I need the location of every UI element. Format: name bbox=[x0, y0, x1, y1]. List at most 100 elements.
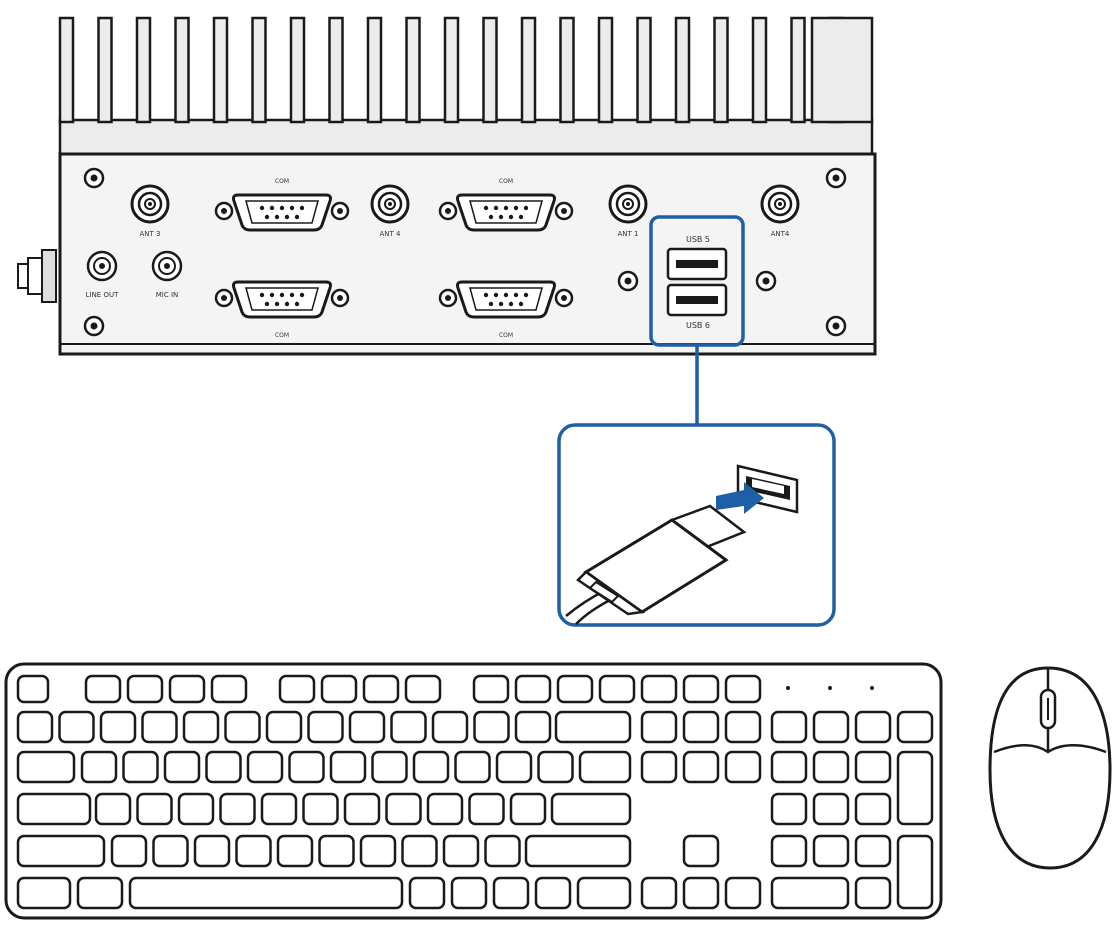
keyboard-key bbox=[371, 750, 408, 784]
keyboard-key bbox=[682, 876, 720, 910]
keyboard-key bbox=[854, 834, 892, 868]
keyboard-key bbox=[136, 792, 173, 826]
antenna-connector-icon bbox=[370, 184, 410, 224]
keyboard-key bbox=[682, 674, 720, 704]
keyboard-key bbox=[390, 710, 427, 744]
com-port-icon bbox=[214, 280, 350, 319]
keyboard-key bbox=[854, 792, 892, 826]
heatsink-fin bbox=[810, 16, 874, 124]
keyboard-key bbox=[168, 674, 206, 704]
antenna-connectors bbox=[130, 184, 800, 224]
keyboard-key bbox=[122, 750, 159, 784]
usb-port-bottom bbox=[666, 283, 728, 317]
keyboard-key bbox=[724, 674, 762, 704]
heatsink-fin bbox=[212, 16, 229, 124]
keyboard-key bbox=[343, 792, 381, 826]
keyboard-key bbox=[550, 792, 632, 826]
heatsink-fin bbox=[328, 16, 344, 124]
keyboard-key bbox=[16, 876, 72, 910]
keyboard-key bbox=[141, 710, 178, 744]
heatsink-fin bbox=[289, 16, 306, 124]
keyboard-key bbox=[246, 750, 284, 784]
keyboard-key bbox=[812, 750, 850, 784]
heatsink-fin bbox=[443, 16, 460, 124]
screw-icon bbox=[825, 315, 847, 337]
keyboard-key bbox=[318, 834, 355, 868]
keyboard-key bbox=[80, 750, 118, 784]
screw-icon bbox=[83, 167, 105, 189]
keyboard-key bbox=[193, 834, 231, 868]
keyboard-key bbox=[556, 674, 594, 704]
keyboard-key bbox=[468, 792, 505, 826]
keyboard-key bbox=[412, 750, 450, 784]
keyboard-key bbox=[472, 674, 510, 704]
heatsink-fin bbox=[751, 16, 768, 124]
keyboard-key bbox=[152, 834, 189, 868]
keyboard-key bbox=[724, 876, 762, 910]
keyboard-key bbox=[770, 710, 808, 744]
keyboard-key bbox=[854, 876, 892, 910]
usb-plug bbox=[565, 504, 747, 625]
side-connector bbox=[17, 249, 57, 303]
keyboard-key bbox=[854, 750, 892, 784]
keyboard-key bbox=[514, 674, 552, 704]
keyboard-key bbox=[16, 750, 76, 784]
keyboard-key bbox=[495, 750, 533, 784]
screw-icon bbox=[83, 315, 105, 337]
keyboard-key bbox=[278, 674, 316, 704]
keyboard-key bbox=[576, 876, 632, 910]
keyboard-key bbox=[205, 750, 242, 784]
heatsink-fin bbox=[636, 16, 652, 124]
antenna-connector-icon bbox=[130, 184, 170, 224]
keyboard-key bbox=[442, 834, 480, 868]
heatsink-fin bbox=[405, 16, 421, 124]
keyboard-key bbox=[307, 710, 344, 744]
com-label-bottom-right: COM bbox=[499, 332, 513, 339]
keyboard-key bbox=[177, 792, 215, 826]
keyboard-key bbox=[724, 750, 762, 784]
keyboard-key bbox=[260, 792, 298, 826]
keyboard-key bbox=[896, 710, 934, 744]
keyboard-keys bbox=[16, 674, 934, 910]
keyboard-key bbox=[362, 674, 400, 704]
keyboard-key bbox=[94, 792, 132, 826]
ant-label-2: ANT 4 bbox=[380, 230, 402, 238]
com-label-bottom-left: COM bbox=[275, 332, 289, 339]
keyboard-key bbox=[182, 710, 220, 744]
mouse-body bbox=[988, 666, 1112, 870]
keyboard-key bbox=[76, 876, 124, 910]
keyboard-key bbox=[110, 834, 148, 868]
keyboard-key bbox=[163, 750, 201, 784]
keyboard-key bbox=[492, 876, 530, 910]
keyboard-key bbox=[682, 710, 720, 744]
keyboard-key bbox=[682, 834, 720, 868]
keyboard-key bbox=[640, 674, 678, 704]
com-ports bbox=[214, 193, 574, 319]
ant-label-3: ANT 1 bbox=[618, 230, 639, 238]
heatsink-fins bbox=[58, 16, 874, 124]
heatsink-fin bbox=[135, 16, 152, 124]
heatsink-fin bbox=[520, 16, 537, 124]
keyboard-key bbox=[320, 674, 358, 704]
keyboard-key bbox=[359, 834, 397, 868]
ant-label-4: ANT4 bbox=[771, 230, 790, 238]
panel-screws bbox=[83, 167, 847, 337]
com-label-top-left: COM bbox=[275, 178, 289, 185]
usb-port-top bbox=[666, 247, 728, 281]
keyboard-key bbox=[537, 750, 574, 784]
mouse-icon bbox=[988, 666, 1112, 870]
keyboard-key bbox=[770, 750, 808, 784]
heatsink-fin bbox=[790, 16, 806, 124]
antenna-connector-icon bbox=[760, 184, 800, 224]
keyboard-key bbox=[509, 792, 547, 826]
heatsink-base bbox=[58, 118, 874, 156]
keyboard-key bbox=[84, 674, 122, 704]
keyboard-key bbox=[534, 876, 572, 910]
keyboard-key bbox=[431, 710, 469, 744]
screw-icon bbox=[825, 167, 847, 189]
keyboard-key bbox=[16, 674, 50, 704]
keyboard-key bbox=[598, 674, 636, 704]
heatsink-fin bbox=[58, 16, 75, 124]
keyboard-key bbox=[408, 876, 446, 910]
mic-in-jack bbox=[151, 250, 183, 282]
